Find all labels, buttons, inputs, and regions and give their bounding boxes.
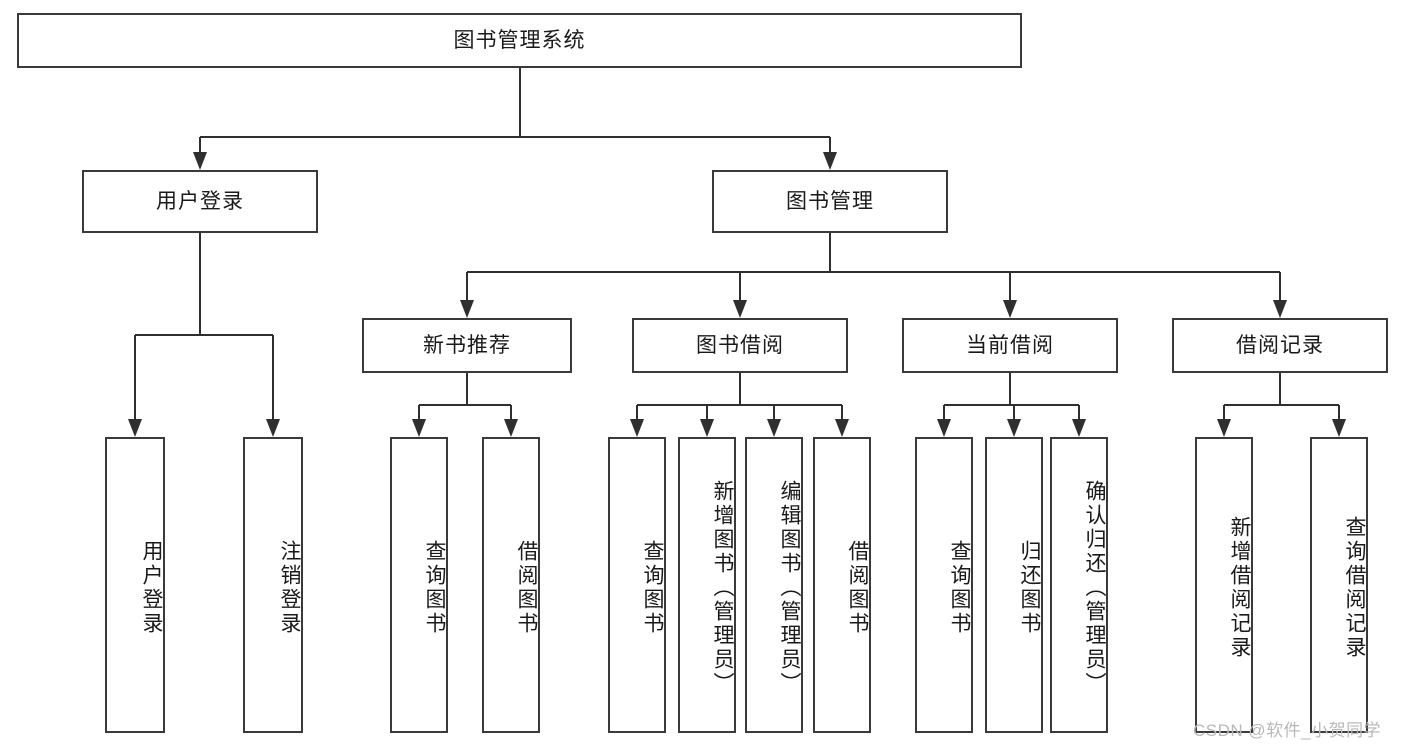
connector-line (1224, 404, 1339, 406)
connector-line (419, 404, 511, 406)
node-leaf-add-book-admin[interactable]: 新增图书（管理员） (678, 437, 736, 733)
node-leaf-borrow-book[interactable]: 借阅图书 (813, 437, 871, 733)
node-label: 新增图书（管理员） (711, 480, 734, 696)
arrowhead-icon (1007, 419, 1021, 437)
node-label: 用户登录 (140, 540, 163, 636)
node-leaf-user-logout[interactable]: 注销登录 (243, 437, 303, 733)
node-leaf-borrow-book-recommend[interactable]: 借阅图书 (482, 437, 540, 733)
node-book-management[interactable]: 图书管理 (712, 170, 948, 233)
arrowhead-icon (504, 419, 518, 437)
arrowhead-icon (193, 152, 207, 170)
node-leaf-confirm-return-admin[interactable]: 确认归还（管理员） (1050, 437, 1108, 733)
connector-line (944, 404, 1079, 406)
node-label: 查询图书 (423, 540, 446, 636)
arrowhead-icon (1072, 419, 1086, 437)
node-leaf-query-book-recommend[interactable]: 查询图书 (390, 437, 448, 733)
connector-line (1013, 405, 1015, 421)
node-leaf-add-borrow-record[interactable]: 新增借阅记录 (1195, 437, 1253, 733)
node-label: 图书管理系统 (453, 28, 586, 52)
arrowhead-icon (700, 419, 714, 437)
connector-line (739, 272, 741, 302)
connector-line (466, 272, 468, 302)
connector-line (773, 405, 775, 421)
connector-line (841, 405, 843, 421)
node-label: 查询图书 (948, 540, 971, 636)
node-leaf-user-login[interactable]: 用户登录 (105, 437, 165, 733)
node-leaf-query-borrow-record[interactable]: 查询借阅记录 (1310, 437, 1368, 733)
connector-line (466, 373, 468, 405)
arrowhead-icon (266, 419, 280, 437)
arrowhead-icon (128, 419, 142, 437)
connector-line (636, 405, 638, 421)
node-current-borrow[interactable]: 当前借阅 (902, 318, 1118, 373)
arrowhead-icon (1003, 300, 1017, 318)
connector-line (467, 271, 1280, 273)
connector-line (1078, 405, 1080, 421)
arrowhead-icon (823, 152, 837, 170)
arrowhead-icon (1217, 419, 1231, 437)
connector-line (518, 68, 521, 137)
node-borrow-record[interactable]: 借阅记录 (1172, 318, 1388, 373)
arrowhead-icon (937, 419, 951, 437)
connector-line (739, 373, 741, 405)
connector-line (418, 405, 420, 421)
node-new-book-recommend[interactable]: 新书推荐 (362, 318, 572, 373)
node-label: 查询借阅记录 (1343, 516, 1366, 660)
connector-line (134, 335, 136, 421)
connector-line (1009, 373, 1011, 405)
connector-line (510, 405, 512, 421)
arrowhead-icon (1332, 419, 1346, 437)
node-user-login[interactable]: 用户登录 (82, 170, 318, 233)
arrowhead-icon (412, 419, 426, 437)
arrowhead-icon (630, 419, 644, 437)
arrowhead-icon (733, 300, 747, 318)
node-leaf-return-book[interactable]: 归还图书 (985, 437, 1043, 733)
node-label: 借阅记录 (1236, 333, 1324, 357)
connector-line (135, 334, 273, 336)
node-label: 编辑图书（管理员） (778, 480, 801, 696)
node-leaf-edit-book-admin[interactable]: 编辑图书（管理员） (745, 437, 803, 733)
watermark-label: CSDN @软件_小贺同学 (1193, 721, 1382, 740)
arrowhead-icon (835, 419, 849, 437)
node-label: 新增借阅记录 (1228, 516, 1251, 660)
connector-line (199, 137, 201, 154)
connector-line (1279, 272, 1281, 302)
connector-line (943, 405, 945, 421)
arrowhead-icon (460, 300, 474, 318)
node-label: 用户登录 (156, 189, 244, 213)
arrowhead-icon (767, 419, 781, 437)
connector-line (1338, 405, 1340, 421)
node-leaf-query-book-borrow[interactable]: 查询图书 (608, 437, 666, 733)
node-label: 图书借阅 (696, 333, 784, 357)
node-label: 归还图书 (1018, 540, 1041, 636)
arrowhead-icon (1273, 300, 1287, 318)
connector-line (637, 404, 842, 406)
connector-line (829, 137, 831, 154)
connector-line (200, 136, 830, 138)
connector-line (1279, 373, 1281, 405)
node-book-borrow[interactable]: 图书借阅 (632, 318, 848, 373)
node-label: 确认归还（管理员） (1083, 480, 1106, 696)
connector-line (829, 233, 831, 272)
node-label: 图书管理 (786, 189, 874, 213)
node-label: 新书推荐 (423, 333, 511, 357)
node-label: 当前借阅 (966, 333, 1054, 357)
node-label: 注销登录 (278, 540, 301, 636)
node-label: 查询图书 (641, 540, 664, 636)
connector-line (199, 233, 201, 335)
connector-line (1009, 272, 1011, 302)
connector-line (272, 335, 274, 421)
connector-line (1223, 405, 1225, 421)
node-root-book-management-system[interactable]: 图书管理系统 (17, 13, 1022, 68)
connector-line (706, 405, 708, 421)
node-label: 借阅图书 (846, 540, 869, 636)
node-leaf-query-book-current[interactable]: 查询图书 (915, 437, 973, 733)
node-label: 借阅图书 (515, 540, 538, 636)
